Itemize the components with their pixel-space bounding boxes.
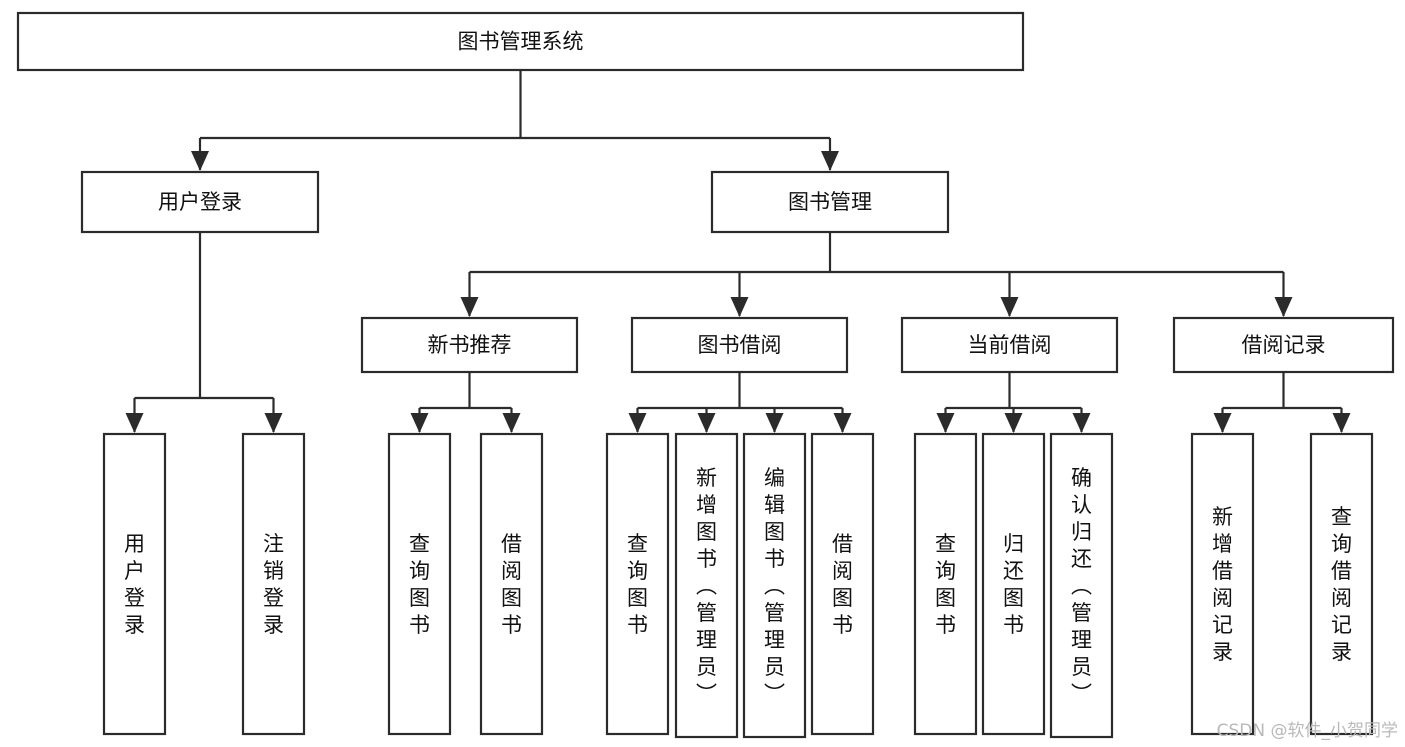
node-level1-0[interactable]: 用户登录: [80, 170, 320, 234]
node-leaf-12-label: 查询借阅记录: [1331, 505, 1352, 664]
node-leaf-10-rect: [1049, 432, 1114, 739]
node-level1-1-rect: [710, 170, 950, 234]
node-level1-0-rect: [80, 170, 320, 234]
node-leaf-2-rect: [387, 432, 452, 736]
node-leaf-9-rect: [981, 432, 1046, 736]
node-root-system[interactable]: 图书管理系统: [16, 11, 1025, 72]
arrow-head-icon-level2-2: [1000, 297, 1019, 317]
node-leaf-2-label: 查询图书: [409, 532, 430, 637]
node-leaf-11[interactable]: 新增借阅记录: [1190, 432, 1255, 736]
node-leaf-3-label: 借阅图书: [501, 532, 522, 637]
node-level2-3-rect: [1172, 316, 1395, 374]
node-leaf-4-rect: [605, 432, 670, 736]
arrow-head-icon-leaf-2: [1072, 413, 1091, 433]
node-leaf-0-label: 用户登录: [124, 532, 145, 637]
node-level2-2-rect: [900, 316, 1119, 374]
arrow-head-icon-leaf-1: [502, 413, 521, 433]
node-level1-1-label: 图书管理: [788, 190, 872, 214]
arrow-head-icon-level1-0: [191, 151, 209, 171]
node-leaf-3-rect: [479, 432, 544, 736]
arrow-head-icon-leaf-1: [1004, 413, 1023, 433]
node-leaf-6[interactable]: 编辑图书︵管理员︶: [742, 432, 807, 739]
arrow-head-icon-level2-3: [1274, 297, 1293, 317]
arrow-head-icon-leaf-1: [264, 413, 283, 433]
node-leaf-7-rect: [810, 432, 875, 736]
node-level2-1[interactable]: 图书借阅: [630, 316, 849, 374]
arrow-head-icon-leaf-3: [833, 413, 852, 433]
node-boxes: 图书管理系统用户登录图书管理新书推荐图书借阅当前借阅借阅记录用户登录注销登录查询…: [16, 11, 1395, 739]
csdn-watermark: CSDN @软件_小贺同学: [1217, 721, 1398, 741]
node-leaf-4[interactable]: 查询图书: [605, 432, 670, 736]
arrow-head-icon-leaf-0: [125, 413, 144, 433]
node-level2-0-rect: [360, 316, 579, 374]
node-leaf-1-rect: [241, 432, 306, 736]
node-level2-2[interactable]: 当前借阅: [900, 316, 1119, 374]
node-root-system-rect: [16, 11, 1025, 72]
arrow-head-icon-level1-1: [821, 151, 839, 171]
connector-lines: [125, 70, 1351, 433]
node-leaf-12-rect: [1309, 432, 1374, 736]
arrow-head-icon-leaf-2: [765, 413, 784, 433]
node-level1-1[interactable]: 图书管理: [710, 170, 950, 234]
arrow-head-icon-leaf-1: [697, 413, 716, 433]
node-leaf-3[interactable]: 借阅图书: [479, 432, 544, 736]
node-leaf-8-label: 查询图书: [935, 532, 956, 637]
node-leaf-9[interactable]: 归还图书: [981, 432, 1046, 736]
node-leaf-5-rect: [674, 432, 739, 739]
node-leaf-4-label: 查询图书: [627, 532, 648, 637]
node-leaf-5-label: 新增图书︵管理员︶: [696, 466, 717, 706]
node-leaf-7[interactable]: 借阅图书: [810, 432, 875, 736]
node-leaf-10[interactable]: 确认归还︵管理员︶: [1049, 432, 1114, 739]
node-level2-0[interactable]: 新书推荐: [360, 316, 579, 374]
node-level1-0-label: 用户登录: [158, 190, 242, 214]
node-leaf-9-label: 归还图书: [1003, 532, 1024, 637]
arrow-head-icon-leaf-0: [410, 413, 429, 433]
node-level2-0-label: 新书推荐: [428, 333, 512, 357]
node-level2-3-label: 借阅记录: [1242, 333, 1326, 357]
arrow-head-icon-level2-0: [460, 297, 479, 317]
arrow-head-icon-leaf-0: [936, 413, 955, 433]
node-leaf-2[interactable]: 查询图书: [387, 432, 452, 736]
node-leaf-1[interactable]: 注销登录: [241, 432, 306, 736]
node-leaf-8[interactable]: 查询图书: [913, 432, 978, 736]
node-leaf-5[interactable]: 新增图书︵管理员︶: [674, 432, 739, 739]
node-leaf-0[interactable]: 用户登录: [102, 432, 167, 736]
node-level2-1-rect: [630, 316, 849, 374]
node-leaf-11-rect: [1190, 432, 1255, 736]
node-leaf-0-rect: [102, 432, 167, 736]
node-leaf-12[interactable]: 查询借阅记录: [1309, 432, 1374, 736]
arrow-head-icon-leaf-1: [1332, 413, 1351, 433]
node-level2-3[interactable]: 借阅记录: [1172, 316, 1395, 374]
node-leaf-11-label: 新增借阅记录: [1212, 505, 1233, 664]
arrow-head-icon-level2-1: [730, 297, 749, 317]
node-leaf-7-label: 借阅图书: [832, 532, 853, 637]
node-leaf-6-label: 编辑图书︵管理员︶: [764, 466, 785, 706]
node-leaf-8-rect: [913, 432, 978, 736]
node-leaf-1-label: 注销登录: [263, 532, 284, 637]
arrow-head-icon-leaf-0: [1213, 413, 1232, 433]
arrow-head-icon-leaf-0: [628, 413, 647, 433]
node-leaf-10-label: 确认归还︵管理员︶: [1071, 466, 1092, 706]
node-level2-2-label: 当前借阅: [968, 333, 1052, 357]
node-level2-1-label: 图书借阅: [698, 333, 782, 357]
node-root-system-label: 图书管理系统: [458, 30, 584, 54]
node-leaf-6-rect: [742, 432, 807, 739]
